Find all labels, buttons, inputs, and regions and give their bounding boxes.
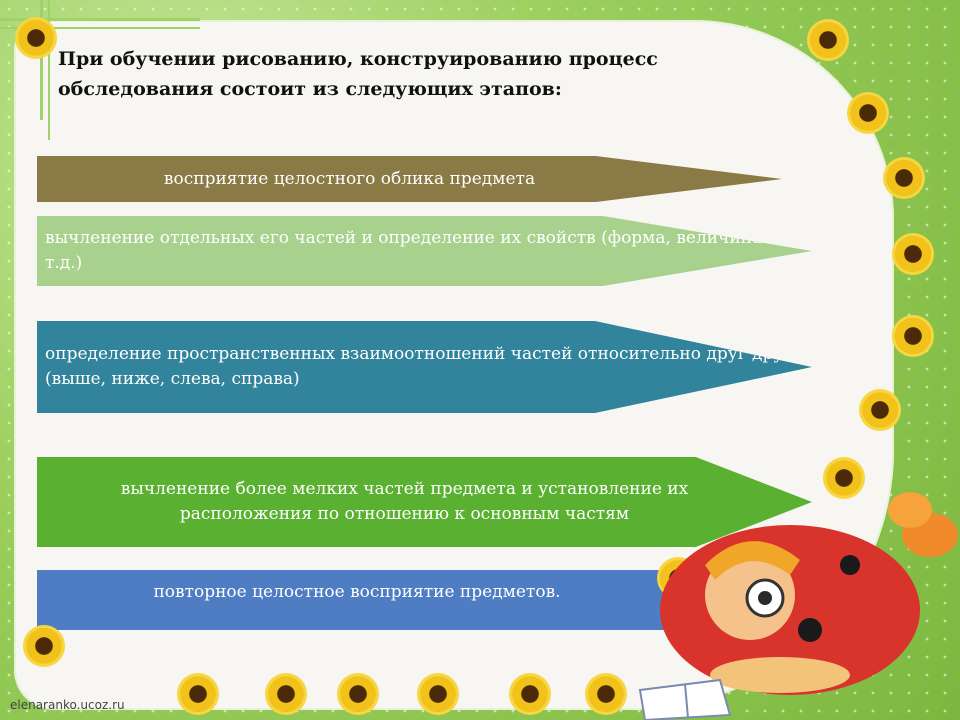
- sunflower-icon: [512, 676, 548, 712]
- sunflower-icon: [180, 676, 216, 712]
- footer-watermark: elenaranko.ucoz.ru: [10, 698, 125, 712]
- sunflower-icon: [826, 460, 862, 496]
- sunflower-icon: [588, 676, 624, 712]
- sunflower-icon: [862, 392, 898, 428]
- slide-title: При обучении рисованию, конструированию …: [58, 48, 658, 100]
- sunflower-icon: [420, 676, 456, 712]
- frame-line-left: [40, 0, 43, 120]
- sunflower-icon: [26, 628, 62, 664]
- frame-line-top: [0, 18, 200, 21]
- sunflower-icon: [895, 318, 931, 354]
- sunflower-icon: [895, 236, 931, 272]
- step-arrow-1: восприятие целостного облика предмета: [37, 156, 782, 202]
- step-arrow-4: вычленение более мелких частей предмета …: [37, 457, 812, 547]
- sunflower-icon: [18, 20, 54, 56]
- frame-line-top2: [0, 27, 200, 29]
- frame-line-left2: [48, 0, 50, 140]
- step-3-text: определение пространственных взаимоотнош…: [45, 344, 803, 389]
- sunflower-icon: [340, 676, 376, 712]
- ladybug-character-illustration: [638, 492, 958, 720]
- step-1-text: восприятие целостного облика предмета: [163, 168, 536, 189]
- step-4-text: вычленение более мелких частей предмета …: [120, 479, 689, 524]
- sunflower-icon: [810, 22, 846, 58]
- sunflower-icon: [268, 676, 304, 712]
- step-2-text: вычленение отдельных его частей и опреде…: [45, 228, 779, 273]
- sunflower-icon: [886, 160, 922, 196]
- step-5-text: повторное целостное восприятие предметов…: [153, 582, 561, 602]
- sunflower-icon: [850, 95, 886, 131]
